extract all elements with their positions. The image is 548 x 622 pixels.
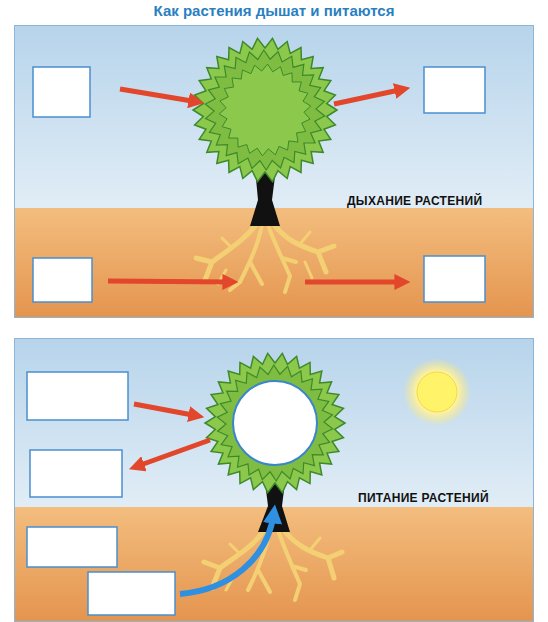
blank-box [33,67,90,117]
root [278,530,306,600]
root [226,538,320,590]
blue-arrow [180,512,274,594]
root [282,528,342,578]
red-arrow [134,404,198,416]
blank-box [424,256,485,302]
diagram-title: Как растения дышат и питаются [0,2,548,19]
blank-box [27,372,128,420]
red-arrow [334,89,404,104]
root [230,225,262,290]
root [218,232,312,284]
red-arrow [135,440,210,467]
red-arrow [120,89,198,102]
blank-box [424,67,485,113]
sun [417,372,457,412]
panel-label: ПИТАНИЕ РАСТЕНИЙ [358,491,489,505]
tree-crown [217,365,332,481]
tree-crown [205,50,324,170]
root [268,225,296,292]
tree-crown [219,64,311,156]
panel-label: ДЫХАНИЕ РАСТЕНИЙ [347,194,482,208]
root [272,222,334,272]
root [196,222,258,280]
tree-crown [205,353,345,492]
roots [204,528,342,600]
red-arrow [305,280,404,285]
blank-box [30,450,122,497]
red-arrow [108,281,232,282]
blank-box [88,572,175,615]
blank-circle [233,381,317,465]
blank-box [33,258,92,302]
tree-crown [193,38,337,181]
sun-glow [403,358,471,426]
blank-box [27,527,117,567]
